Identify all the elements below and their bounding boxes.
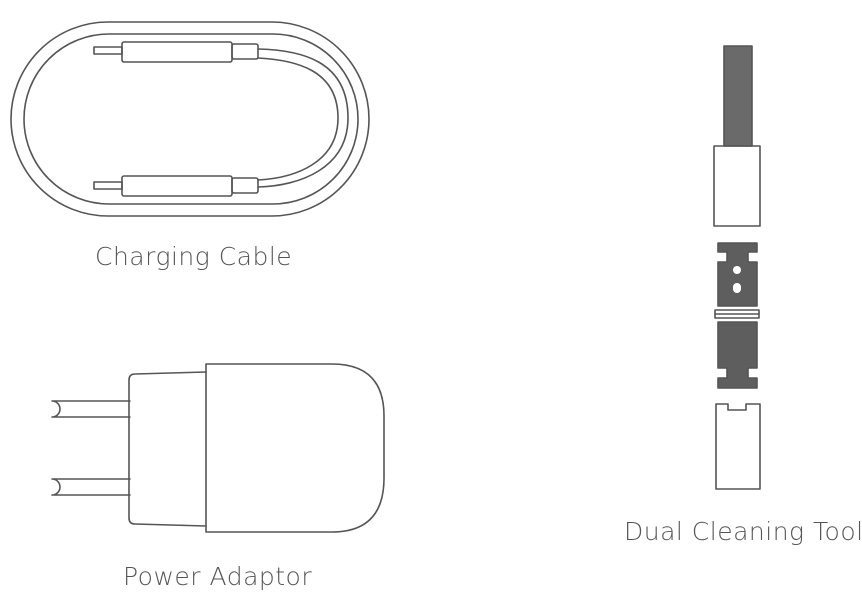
dual-cleaning-tool-label: Dual Cleaning Tool xyxy=(624,517,862,546)
charging-cable-icon xyxy=(10,21,370,217)
charging-cable-label: Charging Cable xyxy=(95,242,293,271)
power-adaptor-label: Power Adaptor xyxy=(123,562,313,591)
power-adaptor-icon xyxy=(51,363,385,533)
dual-cleaning-tool-icon xyxy=(713,45,761,490)
